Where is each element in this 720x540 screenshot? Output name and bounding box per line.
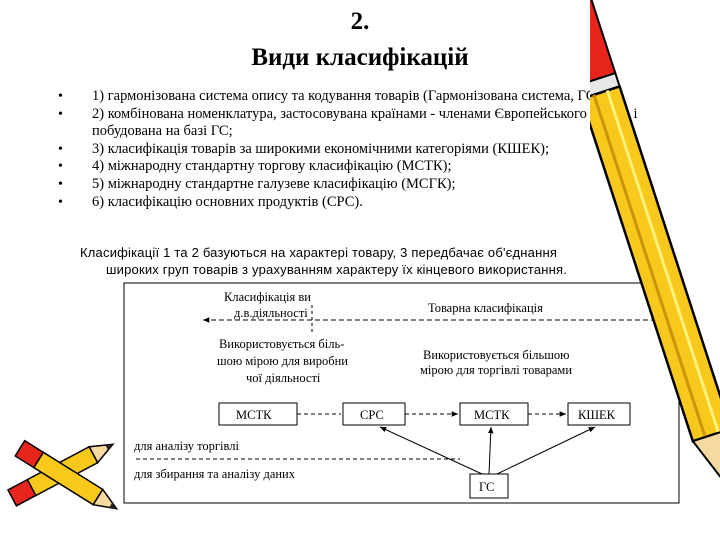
- left-desc-line-3: чої діяльності: [246, 371, 321, 385]
- kshek-label: КШЕК: [578, 408, 616, 422]
- cpc-label: СРС: [360, 408, 384, 422]
- kshek-box: [567, 402, 631, 426]
- list-item: 6) класифікацію основних продуктів (СРС)…: [58, 194, 638, 212]
- note-line-1: Класифікації 1 та 2 базуються на характе…: [80, 245, 558, 260]
- right-desc-line-2: мірою для торгівлі товарами: [420, 363, 572, 377]
- slide-number: 2.: [350, 8, 370, 35]
- legend-trade-label: для аналізу торгівлі: [134, 439, 240, 453]
- mstk-left-label: МСТК: [236, 408, 272, 422]
- left-header-line-1: Класифікація ви: [224, 290, 311, 304]
- right-desc-line-1: Використовується більшою: [423, 348, 569, 362]
- right-header: Товарна класифікація: [428, 301, 543, 315]
- classification-list: 1) гармонізована система опису та кодува…: [58, 88, 638, 211]
- left-header-line-2: д.в.діяльності: [234, 306, 308, 320]
- crossed-pencils-icon: [6, 439, 119, 510]
- note-line-2: широких груп товарів з урахуванням харак…: [106, 262, 568, 277]
- slide-title: Види класифікацій: [251, 44, 469, 71]
- list-item: 3) класифікація товарів за широкими екон…: [58, 141, 638, 159]
- legend-data-label: для збирання та аналізу даних: [134, 467, 296, 481]
- list-item: 4) міжнародну стандартну торгову класифі…: [58, 158, 638, 176]
- mstk-right-label: МСТК: [474, 408, 510, 422]
- arrow-gs-kshek: [496, 426, 596, 475]
- left-desc-line-2: шою мірою для виробни: [217, 354, 348, 368]
- gs-label: ГС: [479, 480, 494, 494]
- pencil-icon: [590, 0, 720, 492]
- arrow-gs-mstk: [487, 426, 494, 475]
- left-desc-line-1: Використовується біль-: [219, 337, 344, 351]
- list-item: 5) міжнародну стандартне галузеве класиф…: [58, 176, 638, 194]
- classification-note: Класифікації 1 та 2 базуються на характе…: [80, 244, 640, 278]
- gs-box: [469, 473, 509, 499]
- list-item: 2) комбінована номенклатура, застосовува…: [58, 106, 638, 141]
- list-item: 1) гармонізована система опису та кодува…: [58, 88, 638, 106]
- arrow-gs-cpc: [379, 426, 483, 475]
